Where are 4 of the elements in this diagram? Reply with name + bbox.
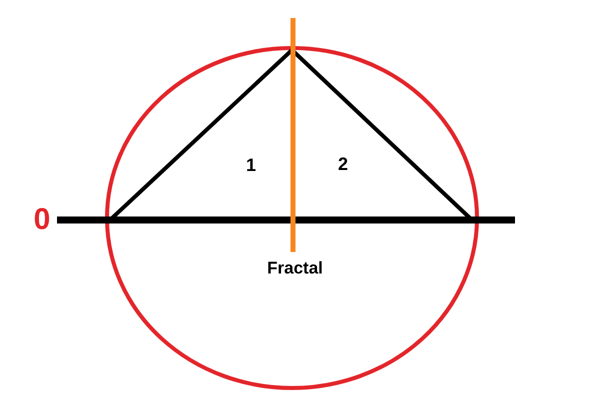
zero-label: 0 bbox=[34, 205, 50, 235]
region-number: 1 bbox=[246, 156, 256, 174]
region-number: 2 bbox=[338, 155, 348, 173]
axis-label: Fractal bbox=[267, 260, 323, 276]
